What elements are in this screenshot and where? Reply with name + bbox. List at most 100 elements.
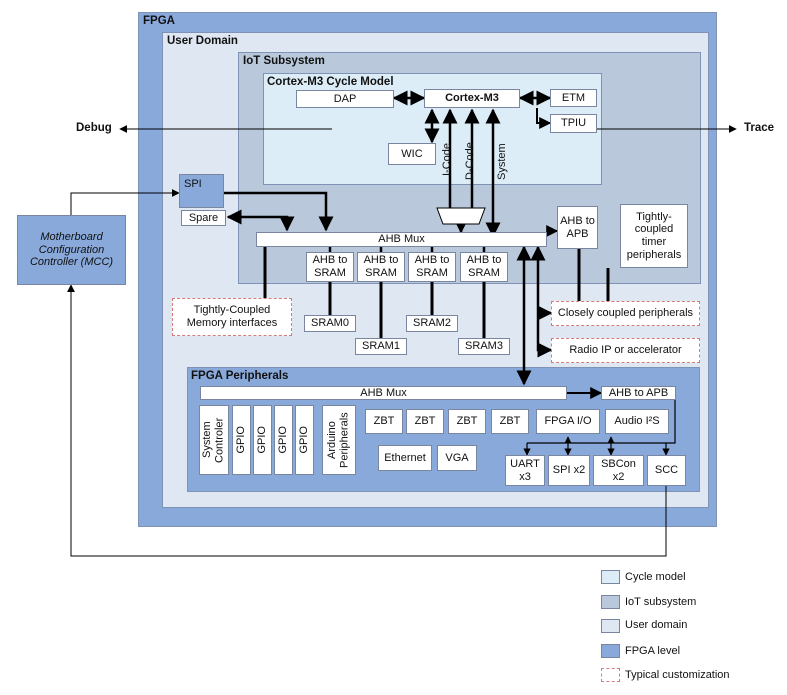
zbt-box-1: ZBT bbox=[406, 409, 444, 434]
arduino-peripherals-box: Arduino Peripherals bbox=[322, 405, 356, 475]
ahb-to-sram-label: AHB to SRAM bbox=[363, 254, 399, 279]
ahb-to-sram-1: AHB to SRAM bbox=[357, 252, 405, 282]
tpiu-box: TPIU bbox=[550, 114, 597, 133]
trace-label: Trace bbox=[744, 122, 775, 134]
fpga-io-box: FPGA I/O bbox=[536, 409, 600, 434]
vga-label: VGA bbox=[445, 451, 469, 464]
periph-spi-label: SPI x2 bbox=[552, 464, 586, 477]
tpiu-label: TPIU bbox=[560, 117, 587, 130]
ahb-to-sram-label: AHB to SRAM bbox=[414, 254, 450, 279]
spare-label: Spare bbox=[188, 211, 219, 224]
gpio-label: GPIO bbox=[298, 426, 311, 454]
periph-ahb-to-apb-box: AHB to APB bbox=[601, 386, 676, 400]
radio-ip-box: Radio IP or accelerator bbox=[551, 338, 700, 363]
sbcon-box: SBCon x2 bbox=[593, 455, 644, 486]
legend-swatch bbox=[601, 619, 620, 633]
etm-box: ETM bbox=[550, 89, 597, 107]
ahb-to-sram-label: AHB to SRAM bbox=[312, 254, 348, 279]
legend-label: User domain bbox=[625, 619, 688, 631]
wic-label: WIC bbox=[401, 147, 423, 160]
iot-ahb-to-apb-label: AHB to APB bbox=[560, 214, 595, 240]
iot-ahb-mux-label: AHB Mux bbox=[378, 233, 425, 246]
ethernet-label: Ethernet bbox=[384, 451, 426, 464]
tightly-coupled-memory-label: Tightly-Coupled Memory interfaces bbox=[186, 303, 278, 329]
ethernet-box: Ethernet bbox=[378, 445, 432, 471]
dap-box: DAP bbox=[296, 90, 394, 108]
iot-subsystem-label: IoT Subsystem bbox=[243, 55, 325, 67]
periph-ahb-to-apb-label: AHB to APB bbox=[608, 386, 669, 399]
cycle-model-label: Cortex-M3 Cycle Model bbox=[267, 76, 394, 88]
zbt-label: ZBT bbox=[414, 415, 436, 428]
sram0-box: SRAM0 bbox=[304, 315, 356, 332]
legend-swatch bbox=[601, 595, 620, 609]
iot-ahb-mux-box: AHB Mux bbox=[256, 232, 547, 247]
audio-i2s-label: Audio I²S bbox=[614, 415, 660, 428]
dap-label: DAP bbox=[333, 92, 357, 105]
sram-label: SRAM1 bbox=[362, 340, 400, 353]
gpio-box-3: GPIO bbox=[295, 405, 314, 475]
tightly-coupled-memory-box: Tightly-Coupled Memory interfaces bbox=[172, 298, 292, 336]
legend: Cycle model IoT subsystem User domain FP… bbox=[601, 570, 771, 690]
spi-label: SPI bbox=[184, 178, 202, 190]
sram1-box: SRAM1 bbox=[355, 338, 407, 355]
gpio-box-0: GPIO bbox=[232, 405, 251, 475]
debug-label: Debug bbox=[76, 122, 112, 134]
timer-peripherals-label: Tightly-coupled timer peripherals bbox=[626, 210, 682, 261]
system-label: System bbox=[496, 143, 508, 180]
zbt-box-3: ZBT bbox=[491, 409, 529, 434]
legend-swatch bbox=[601, 668, 620, 682]
sram-label: SRAM2 bbox=[413, 317, 451, 330]
legend-label: Cycle model bbox=[625, 571, 686, 583]
mcc-box: Motherboard Configuration Controller (MC… bbox=[17, 215, 126, 285]
gpio-label: GPIO bbox=[235, 426, 248, 454]
icode-label: I-Code bbox=[441, 142, 453, 176]
sram-label: SRAM0 bbox=[311, 317, 349, 330]
periph-ahb-mux-box: AHB Mux bbox=[200, 386, 567, 400]
sbcon-label: SBCon x2 bbox=[601, 457, 636, 483]
audio-i2s-box: Audio I²S bbox=[605, 409, 669, 434]
scc-box: SCC bbox=[647, 455, 686, 486]
closely-coupled-peripherals-box: Closely coupled peripherals bbox=[551, 301, 700, 326]
zbt-box-2: ZBT bbox=[448, 409, 486, 434]
sram2-box: SRAM2 bbox=[406, 315, 458, 332]
legend-label: FPGA level bbox=[625, 645, 681, 657]
ahb-to-sram-3: AHB to SRAM bbox=[460, 252, 508, 282]
mcc-label: Motherboard Configuration Controller (MC… bbox=[29, 231, 114, 269]
gpio-box-1: GPIO bbox=[253, 405, 272, 475]
etm-label: ETM bbox=[561, 91, 586, 104]
spare-box: Spare bbox=[181, 210, 226, 226]
dcode-label: D-Code bbox=[464, 142, 476, 180]
periph-spi-box: SPI x2 bbox=[548, 455, 590, 486]
uart-label: UART x3 bbox=[510, 457, 540, 483]
spi-box: SPI bbox=[179, 174, 224, 208]
legend-swatch bbox=[601, 644, 620, 658]
ahb-to-sram-2: AHB to SRAM bbox=[408, 252, 456, 282]
cortex-m3-label: Cortex-M3 bbox=[445, 92, 499, 105]
sram3-box: SRAM3 bbox=[458, 338, 510, 355]
iot-ahb-to-apb-box: AHB to APB bbox=[557, 206, 598, 249]
timer-peripherals-box: Tightly-coupled timer peripherals bbox=[620, 204, 688, 268]
fpga-label: FPGA bbox=[143, 15, 175, 27]
legend-swatch bbox=[601, 570, 620, 584]
zbt-label: ZBT bbox=[499, 415, 521, 428]
system-controller-label: System Controler bbox=[201, 417, 226, 463]
arduino-peripherals-label: Arduino Peripherals bbox=[326, 412, 351, 468]
cortex-m3-box: Cortex-M3 bbox=[424, 89, 520, 108]
vga-box: VGA bbox=[437, 445, 477, 471]
ahb-to-sram-0: AHB to SRAM bbox=[306, 252, 354, 282]
fpga-io-label: FPGA I/O bbox=[544, 415, 592, 428]
legend-label: Typical customization bbox=[625, 669, 730, 681]
legend-label: IoT subsystem bbox=[625, 596, 697, 608]
ahb-to-sram-label: AHB to SRAM bbox=[466, 254, 502, 279]
zbt-label: ZBT bbox=[373, 415, 395, 428]
fpga-peripherals-label: FPGA Peripherals bbox=[191, 370, 289, 382]
radio-ip-label: Radio IP or accelerator bbox=[569, 343, 682, 356]
scc-label: SCC bbox=[654, 464, 679, 477]
zbt-label: ZBT bbox=[456, 415, 478, 428]
gpio-label: GPIO bbox=[277, 426, 290, 454]
user-domain-label: User Domain bbox=[167, 35, 238, 47]
periph-ahb-mux-label: AHB Mux bbox=[360, 386, 407, 399]
sram-label: SRAM3 bbox=[465, 340, 503, 353]
gpio-box-2: GPIO bbox=[274, 405, 293, 475]
